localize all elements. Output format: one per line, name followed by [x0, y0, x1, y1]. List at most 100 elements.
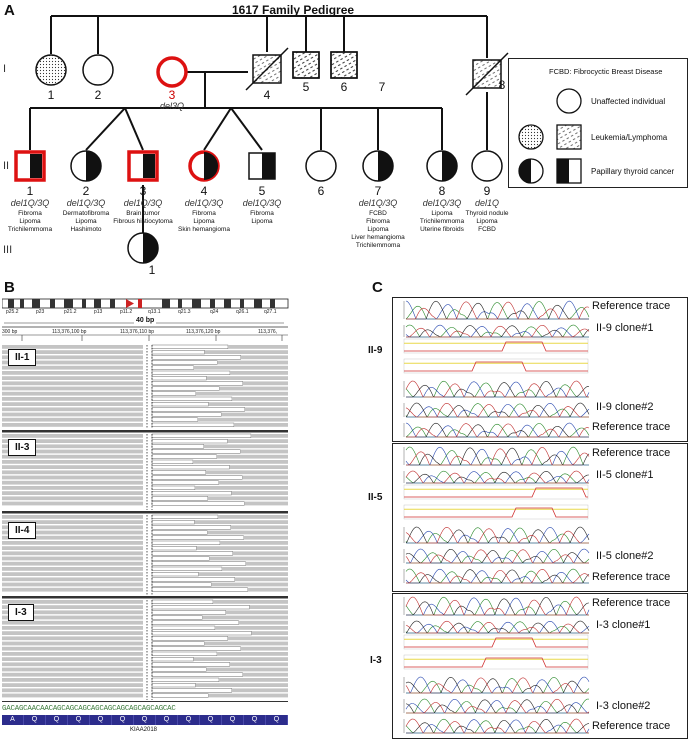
read-gap	[151, 577, 236, 582]
read-right	[204, 641, 288, 646]
sanger-group-label-0: II-9	[368, 345, 383, 356]
trace-label-1-3: Reference trace	[592, 571, 671, 583]
gen2-9-number: 9	[483, 184, 491, 198]
gen2-5-genotype: del1Q/3Q	[242, 198, 282, 208]
pedigree-legend: FCBD: Fibrocyctic Breast Disease Unaffec…	[508, 58, 688, 188]
read-gap	[151, 641, 205, 646]
read-gap	[151, 587, 248, 592]
coord-0: 300 bp	[2, 329, 18, 335]
read-left	[2, 515, 143, 519]
band-label-0: p25.2	[6, 309, 19, 315]
sanger-trace-line	[406, 300, 589, 320]
read-gap	[151, 360, 218, 365]
read-gap	[151, 365, 194, 370]
sanger-trace-line	[406, 325, 590, 338]
read-gap	[151, 485, 196, 490]
gen2-6-number: 6	[317, 184, 325, 198]
read-left	[2, 520, 143, 524]
sanger-trace-line	[406, 447, 590, 466]
read-right	[208, 693, 288, 698]
band-label-3: p13	[94, 309, 103, 315]
gen-label-1: I	[3, 63, 7, 75]
read-gap	[151, 355, 242, 360]
sanger-trace-line	[405, 470, 589, 484]
sanger-diff-line	[404, 487, 588, 498]
coord-1: 113,376,100 bp	[52, 329, 87, 335]
read-left	[2, 496, 143, 501]
read-gap	[151, 672, 243, 677]
band-label-7: q24	[210, 309, 219, 315]
trace-label-2-1: I-3 clone#1	[596, 619, 651, 631]
gen2-7-genotype: del1Q/3Q	[358, 198, 398, 208]
read-gap	[151, 693, 209, 698]
read-left	[2, 391, 143, 396]
read-left	[2, 561, 143, 566]
sanger-diff-line	[404, 341, 588, 352]
igv-band-labels: p25.2 p23 p21.2 p13 p11.2 q13.1 q21.3 q2…	[2, 309, 288, 317]
read-gap	[151, 566, 223, 571]
read-right	[195, 486, 288, 490]
read-right	[238, 620, 288, 625]
sanger-group-label-1: II-5	[368, 492, 383, 503]
igv-sample-i-3: I-3	[8, 604, 34, 621]
sanger-trace-line	[405, 549, 589, 564]
igv-sample-ii-3: II-3	[8, 439, 37, 456]
sanger-diff-line	[404, 507, 588, 518]
read-right	[231, 688, 288, 693]
read-right	[206, 667, 288, 672]
read-left	[2, 587, 143, 592]
read-right	[216, 454, 288, 459]
read-right	[219, 386, 288, 391]
amino-acid-cell: Q	[222, 715, 244, 725]
amino-acid-cell: Q	[46, 715, 68, 725]
sanger-box-i-3	[392, 593, 688, 739]
amino-acid-cell: Q	[266, 715, 288, 725]
read-gap	[151, 615, 203, 620]
amino-acid-cell: Q	[200, 715, 222, 725]
gen2-4-genotype: del1Q/3Q	[184, 198, 224, 208]
read-gap	[151, 449, 241, 454]
band-label-6: q21.3	[178, 309, 191, 315]
read-left	[2, 381, 143, 386]
sanger-group-label-2: I-3	[370, 655, 382, 666]
read-gap	[151, 370, 231, 375]
igv-reads	[2, 344, 288, 700]
read-right	[219, 678, 288, 682]
amino-acid-cell: Q	[178, 715, 200, 725]
gen1-1-number: 1	[47, 88, 55, 102]
read-left	[2, 556, 143, 561]
read-gap	[151, 444, 204, 449]
sanger-diff-line	[404, 361, 588, 372]
legend-leukemia-circle-icon	[518, 124, 544, 150]
gen2-1-number: 1	[26, 184, 34, 198]
read-left	[2, 535, 143, 540]
read-left	[2, 693, 143, 698]
read-right	[193, 460, 288, 464]
read-left	[2, 434, 143, 438]
sanger-traces	[403, 300, 590, 734]
read-left	[2, 530, 143, 535]
read-left	[2, 631, 143, 635]
read-left	[2, 423, 143, 427]
read-right	[229, 465, 288, 469]
read-left	[2, 605, 143, 609]
read-right	[222, 567, 288, 571]
read-right	[208, 402, 288, 406]
sanger-diff-line	[404, 657, 588, 668]
read-left	[2, 491, 143, 495]
gen2-9-phenotype: Thyroid nodule Lipoma FCBD	[465, 210, 509, 233]
gen1-5-number: 5	[302, 80, 310, 94]
read-right	[242, 381, 288, 386]
igv-sample-ii-4: II-4	[8, 522, 37, 539]
sanger-trace-line	[406, 526, 590, 544]
read-gap	[151, 551, 234, 556]
read-right	[205, 470, 288, 475]
sanger-box-ii-9	[392, 297, 688, 442]
gen2-7-number: 7	[374, 184, 382, 198]
read-gap	[151, 459, 194, 464]
read-gap	[151, 391, 196, 396]
read-right	[209, 556, 288, 561]
read-right	[207, 496, 288, 501]
read-right	[234, 577, 288, 582]
gen1-1-symbol	[35, 54, 67, 86]
